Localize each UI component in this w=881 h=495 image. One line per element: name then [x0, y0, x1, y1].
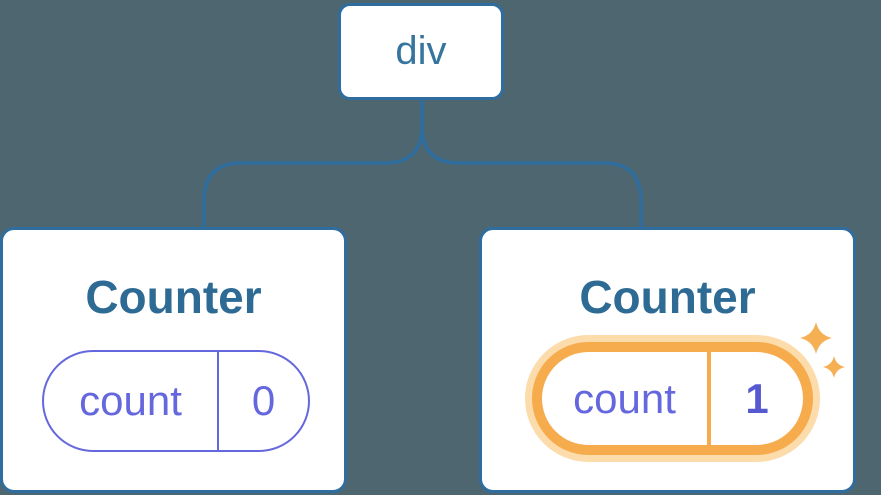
- state-value-label: 1: [745, 374, 769, 422]
- state-key-label: count: [79, 377, 182, 424]
- connector-left-branch: [202, 100, 424, 229]
- counter-card-right: Counter count 1: [479, 227, 856, 493]
- sparkle-large: [800, 322, 832, 354]
- counter-title: Counter: [85, 271, 262, 323]
- state-value-cell: 0: [219, 352, 308, 450]
- counter-card-left: Counter count 0: [0, 227, 347, 493]
- root-node-label: div: [395, 29, 447, 73]
- counter-title: Counter: [579, 271, 756, 323]
- state-value-cell: 1: [711, 352, 803, 445]
- state-key-label: count: [573, 374, 676, 422]
- state-key-cell: count: [44, 352, 219, 450]
- connector-right-branch: [420, 100, 643, 229]
- root-node-div: div: [338, 3, 504, 100]
- sparkle-icon: [800, 322, 845, 378]
- state-value-label: 0: [251, 377, 276, 424]
- sparkle-small: [823, 356, 845, 378]
- state-key-cell: count: [542, 352, 711, 445]
- state-pill-highlighted: count 1: [532, 342, 813, 455]
- state-pill-plain: count 0: [42, 350, 310, 452]
